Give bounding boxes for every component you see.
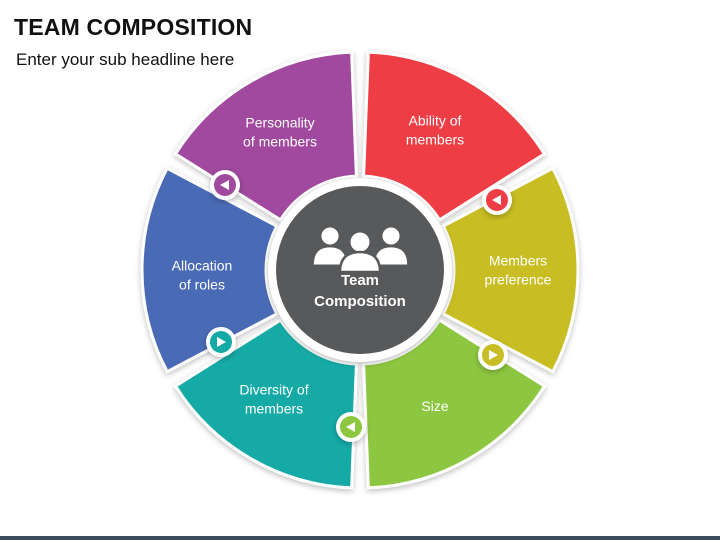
person-center-icon bbox=[338, 230, 382, 274]
segment-ability: Ability of members bbox=[362, 50, 547, 222]
segment-personality-label-line: of members bbox=[243, 134, 317, 150]
triangle-left-icon bbox=[346, 422, 355, 432]
segment-allocation-label-line: of roles bbox=[179, 277, 225, 293]
segment-diversity: Diversity of members bbox=[173, 318, 358, 490]
segment-preference-label-line: Members bbox=[489, 253, 547, 269]
team-people-icon bbox=[313, 227, 408, 265]
segment-preference: Members preference bbox=[441, 166, 580, 374]
triangle-right-icon bbox=[217, 337, 226, 347]
center-label-line: Composition bbox=[314, 293, 406, 310]
segment-diversity-label-line: members bbox=[245, 401, 303, 417]
person-body-icon bbox=[374, 247, 408, 265]
page-subtitle: Enter your sub headline here bbox=[16, 50, 235, 69]
connector-tab-left bbox=[482, 185, 512, 215]
person-head-icon bbox=[382, 227, 400, 245]
segment-ability-label-line: Ability of bbox=[409, 113, 462, 129]
segment-allocation-label-line: Allocation bbox=[172, 258, 233, 274]
segment-allocation-shape bbox=[140, 166, 279, 374]
person-body-icon bbox=[313, 247, 347, 265]
connector-tab-right bbox=[478, 340, 508, 370]
person-head-icon bbox=[321, 227, 339, 245]
triangle-right-icon bbox=[489, 350, 498, 360]
segment-size-label-line: Size bbox=[421, 398, 448, 414]
connector-tab-left bbox=[210, 170, 240, 200]
segment-preference-label-line: preference bbox=[485, 272, 552, 288]
segment-allocation: Allocation of roles bbox=[140, 166, 279, 374]
triangle-left-icon bbox=[220, 180, 229, 190]
connector-tab-left bbox=[336, 412, 366, 442]
center-label-line: Team bbox=[341, 272, 379, 289]
footer-bar bbox=[0, 536, 720, 540]
segment-ability-shape bbox=[362, 50, 547, 222]
segments-layer: Ability ofmembersMemberspreferenceSizeDi… bbox=[140, 50, 580, 490]
connector-tab-right bbox=[206, 327, 236, 357]
segment-personality-label-line: Personality bbox=[245, 115, 314, 131]
segment-ability-label-line: members bbox=[406, 132, 464, 148]
segment-preference-shape bbox=[441, 166, 580, 374]
page-title: TEAM COMPOSITION bbox=[14, 14, 253, 40]
triangle-left-icon bbox=[492, 195, 501, 205]
segment-diversity-shape bbox=[173, 318, 358, 490]
segment-diversity-label-line: Diversity of bbox=[239, 382, 308, 398]
